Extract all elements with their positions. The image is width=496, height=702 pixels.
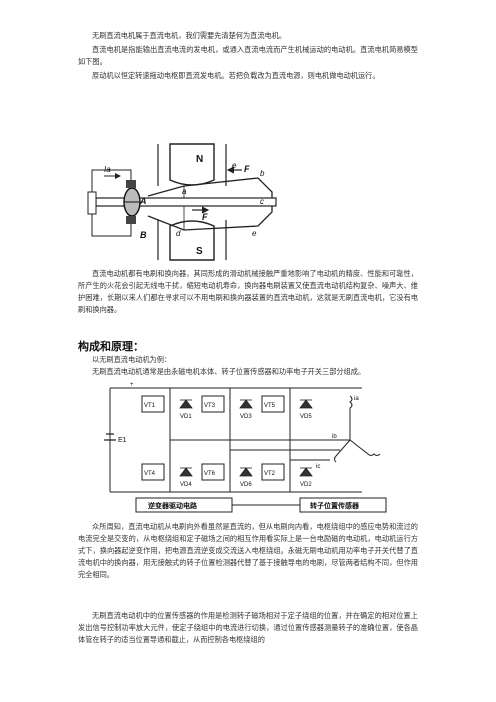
dc-motor-model-figure: N S Ia A B F F a b c d — [87, 143, 277, 261]
diode-vd5-label: VD5 — [300, 414, 312, 420]
force-f-bottom-label: F — [202, 212, 208, 222]
switch-vt2-label: VT2 — [264, 471, 276, 477]
current-ia-label: ia — [354, 396, 359, 402]
switch-vt1-label: VT1 — [144, 403, 156, 409]
paragraph-generator: 原动机以恒定转速拖动电枢即直流发电机。若把负载改为直流电源，则电机做电动机运行。 — [92, 71, 380, 80]
switch-vt4-label: VT4 — [144, 471, 156, 477]
paragraph-components: 无刷直流电动机通常是由永磁电机本体、转子位置传感器和功率电子开关三部分组成。 — [92, 367, 366, 376]
driver-circuit-label: 逆变器驱动电路 — [148, 501, 198, 510]
paragraph-intro: 无刷直流电机属于直流电机，我们需要先清楚何为直流电机。 — [92, 31, 287, 40]
field-e-top-label: e — [232, 161, 237, 170]
paragraph-brush-problem: 直流电动机都有电刷和换向器，其同形成的滑动机械接触严重地影响了电动机的精度、性能… — [78, 269, 418, 314]
switch-vt5-label: VT5 — [264, 403, 276, 409]
current-ic-label: ic — [316, 464, 320, 470]
supply-e-label: E1 — [118, 437, 127, 444]
brush-b-label: B — [140, 230, 147, 240]
rotor-sensor-label: 转子位置传感器 — [310, 501, 360, 510]
section-heading-structure: 构成和原理： — [78, 340, 144, 353]
paragraph-example: 以无刷直流电动机为例： — [92, 355, 172, 364]
diode-vd4-label: VD4 — [180, 482, 192, 488]
diode-vd3-label: VD3 — [240, 414, 252, 420]
conductor-c-label: c — [260, 197, 264, 206]
diode-vd2-label: VD2 — [300, 482, 312, 488]
current-ia-label: Ia — [104, 165, 111, 174]
paragraph-commutation: 众所周知，直流电动机从电刷向外看虽然是直流的，但从电刷向内看，电枢绕组中的感应电… — [78, 522, 418, 579]
paragraph-dc-motor-def: 直流电机是指能输出直流电流的发电机，或通入直流电流而产生机械运动的电动机。直流电… — [78, 45, 418, 66]
conductor-b-label: b — [260, 169, 265, 178]
svg-text:+: + — [130, 382, 134, 388]
inverter-circuit-figure: E1 + VT1 VT3 VT5 VT4 — [100, 378, 400, 518]
field-e-bottom-label: e — [252, 229, 257, 238]
switch-vt3-label: VT3 — [204, 403, 216, 409]
current-ib-label: ib — [332, 434, 337, 440]
conductor-a-label: a — [182, 187, 187, 196]
brush-a-label: A — [139, 196, 147, 206]
paragraph-position-sensor: 无刷直流电动机中的位置传感器的作用是检测转子磁场相对于定子绕组的位置，并在确定的… — [78, 611, 418, 644]
switch-vt6-label: VT6 — [204, 471, 216, 477]
force-f-top-label: F — [244, 164, 250, 174]
pole-n-label: N — [196, 154, 203, 165]
conductor-d-label: d — [176, 229, 181, 238]
diode-vd6-label: VD6 — [240, 482, 252, 488]
diode-vd1-label: VD1 — [180, 414, 192, 420]
pole-s-label: S — [196, 246, 203, 257]
